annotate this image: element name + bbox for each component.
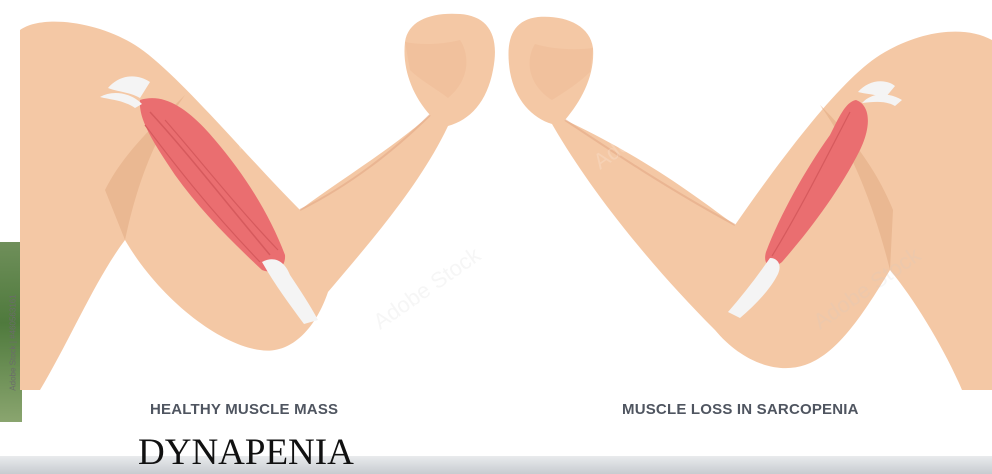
healthy-muscle-caption: HEALTHY MUSCLE MASS [150,401,338,418]
stock-id-label: Adobe Stock | #460563161 [9,268,18,418]
svg-text:Adobe Stock: Adobe Stock [589,81,706,174]
sarcopenia-arm-icon [508,17,992,390]
healthy-arm-icon [20,14,495,390]
sarcopenia-caption: MUSCLE LOSS IN SARCOPENIA [622,401,859,418]
slide-title: DYNAPENIA [138,433,354,473]
svg-text:Adobe Stock: Adobe Stock [369,241,486,334]
svg-text:Adobe Stock: Adobe Stock [229,61,346,154]
